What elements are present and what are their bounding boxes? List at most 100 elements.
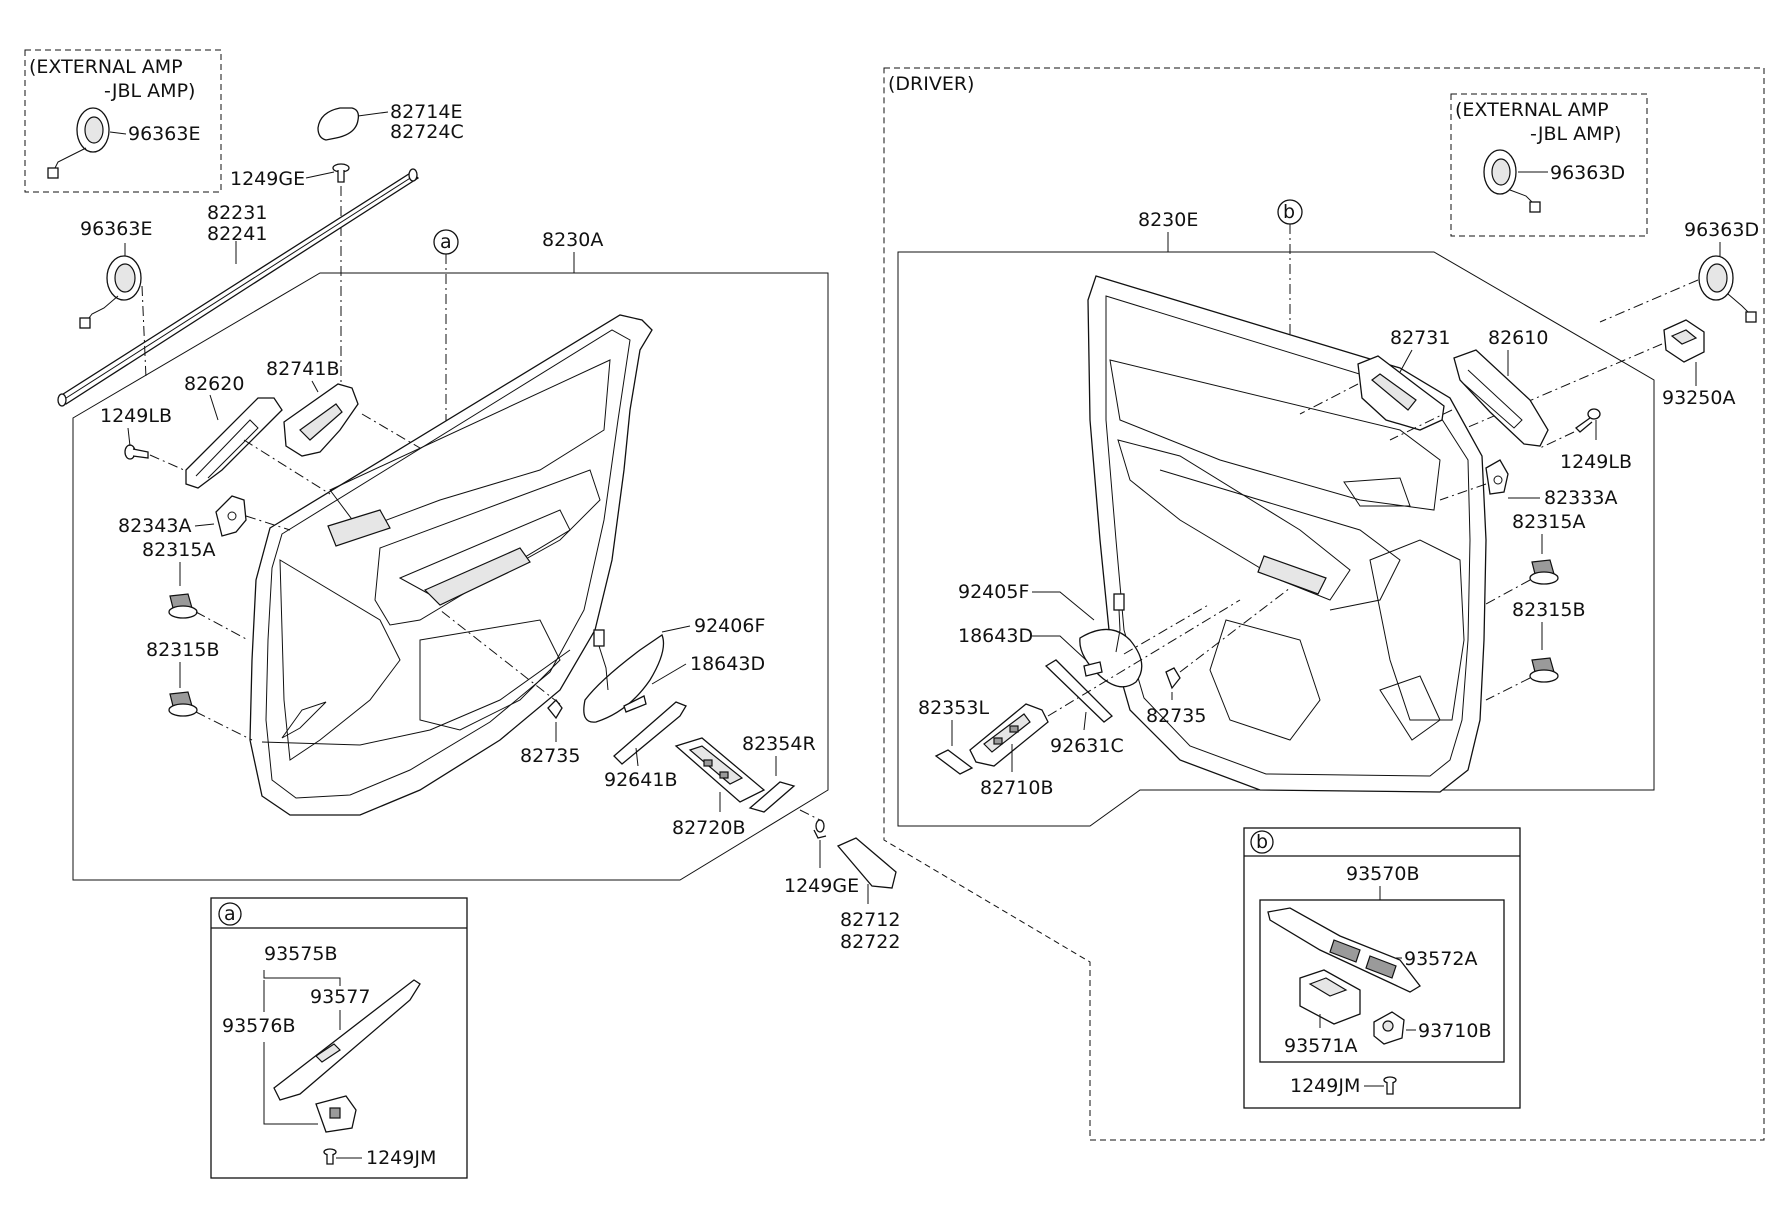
jbl-amp-header-right: -JBL AMP) [1530, 123, 1621, 145]
label-8230E: 8230E [1138, 209, 1198, 231]
bracket-92631C [1044, 659, 1113, 723]
switch-icon [1299, 969, 1361, 1025]
label-82735-left: 82735 [520, 745, 580, 767]
inset-a-circle-label: a [224, 903, 236, 925]
switch-icon [273, 979, 421, 1101]
screw-icon [323, 1148, 337, 1165]
label-93571A: 93571A [1284, 1035, 1357, 1057]
label-82620: 82620 [184, 373, 244, 395]
speaker-icon [79, 255, 142, 329]
inset-box-b: b 93570B 93572A 93571A 93710B 1249JM [1243, 827, 1521, 1109]
label-93572A: 93572A [1404, 948, 1477, 970]
clip-icon [168, 593, 198, 619]
callout-a-label: a [440, 231, 452, 253]
label-93577: 93577 [310, 986, 370, 1008]
label-82315B-right: 82315B [1512, 599, 1585, 621]
weatherstrip-82231 [57, 168, 420, 407]
clip-icon [168, 691, 198, 717]
switch-icon [583, 629, 665, 723]
label-92405F: 92405F [958, 581, 1029, 603]
clip-icon [1529, 559, 1559, 585]
label-82741B: 82741B [266, 358, 339, 380]
driver-header: (DRIVER) [888, 73, 974, 95]
switch-icon [315, 1095, 357, 1133]
label-96363D: 96363D [1684, 219, 1759, 241]
label-93576B: 93576B [222, 1015, 295, 1037]
inset-b-circle-label: b [1256, 831, 1268, 853]
label-82714E: 82714E [390, 101, 462, 123]
label-82731: 82731 [1390, 327, 1450, 349]
screw-icon [1383, 1076, 1397, 1095]
label-82353L: 82353L [918, 697, 989, 719]
label-18643D-left: 18643D [690, 653, 765, 675]
label-82315A-right: 82315A [1512, 511, 1585, 533]
clip-icon [1485, 459, 1509, 495]
label-82354R: 82354R [742, 733, 816, 755]
label-92406F: 92406F [694, 615, 765, 637]
switch-icon [1267, 907, 1421, 993]
switch-icon [1373, 1011, 1405, 1045]
clip-icon [1529, 657, 1559, 683]
garnish-82712 [836, 837, 897, 889]
label-8230A: 8230A [542, 229, 603, 251]
screw-icon [813, 819, 827, 839]
label-92631C: 92631C [1050, 735, 1124, 757]
inset-box-a: a 93575B 93577 93576B 1249JM [210, 897, 468, 1179]
label-1249GE-bottom: 1249GE [784, 875, 859, 897]
label-96363E: 96363E [80, 218, 152, 240]
label-96363E-box: 96363E [128, 123, 200, 145]
screw-icon [332, 163, 350, 183]
handle-icon [1357, 355, 1445, 431]
label-1249JM-b: 1249JM [1290, 1075, 1360, 1097]
speaker-icon [1483, 149, 1541, 213]
label-82333A: 82333A [1544, 487, 1617, 509]
label-82720B: 82720B [672, 817, 745, 839]
label-82231: 82231 [207, 202, 267, 224]
handle-icon [1453, 349, 1549, 447]
clip-icon [547, 699, 563, 720]
label-82343A: 82343A [118, 515, 191, 537]
bracket-82353L [934, 749, 974, 775]
external-amp-header-right: (EXTERNAL AMP [1455, 99, 1609, 121]
handle-icon [185, 397, 283, 489]
switch-icon [1083, 661, 1103, 677]
label-82724C: 82724C [390, 121, 464, 143]
label-1249LB-right: 1249LB [1560, 451, 1632, 473]
callout-b-label: b [1283, 201, 1295, 223]
label-82610: 82610 [1488, 327, 1548, 349]
amp-module-93250A [1663, 319, 1705, 363]
external-amp-header-left: (EXTERNAL AMP [29, 56, 183, 78]
label-82712: 82712 [840, 909, 900, 931]
screw-icon [1574, 408, 1601, 433]
label-82315A-left: 82315A [142, 539, 215, 561]
door-trim-panel-left [249, 314, 653, 816]
clip-icon [215, 495, 247, 537]
label-18643D-right: 18643D [958, 625, 1033, 647]
handle-icon [283, 383, 359, 457]
screw-icon [124, 444, 149, 460]
label-96363D-box: 96363D [1550, 162, 1625, 184]
external-amp-box-left: (EXTERNAL AMP -JBL AMP) 96363E [24, 49, 222, 193]
switch-icon [674, 737, 766, 803]
switch-icon [623, 695, 647, 713]
label-82735-right: 82735 [1146, 705, 1206, 727]
label-82241: 82241 [207, 223, 267, 245]
external-amp-box-right: (EXTERNAL AMP -JBL AMP) 96363D [1450, 93, 1648, 237]
label-93575B: 93575B [264, 943, 337, 965]
bracket-82354R [748, 781, 796, 813]
clip-icon [1165, 667, 1181, 690]
label-93570B: 93570B [1346, 863, 1419, 885]
garnish-82714E: 82714E 82724C [317, 101, 464, 143]
label-82315B-left: 82315B [146, 639, 219, 661]
panel-boundary-8230A [72, 272, 829, 881]
driver-section-boundary [883, 67, 1765, 1141]
switch-icon [969, 703, 1049, 767]
label-1249GE-top: 1249GE [230, 168, 305, 190]
label-93710B: 93710B [1418, 1020, 1491, 1042]
label-82710B: 82710B [980, 777, 1053, 799]
label-92641B: 92641B [604, 769, 677, 791]
bracket-92641B [613, 701, 687, 765]
label-1249LB-left: 1249LB [100, 405, 172, 427]
speaker-icon [1698, 255, 1757, 323]
